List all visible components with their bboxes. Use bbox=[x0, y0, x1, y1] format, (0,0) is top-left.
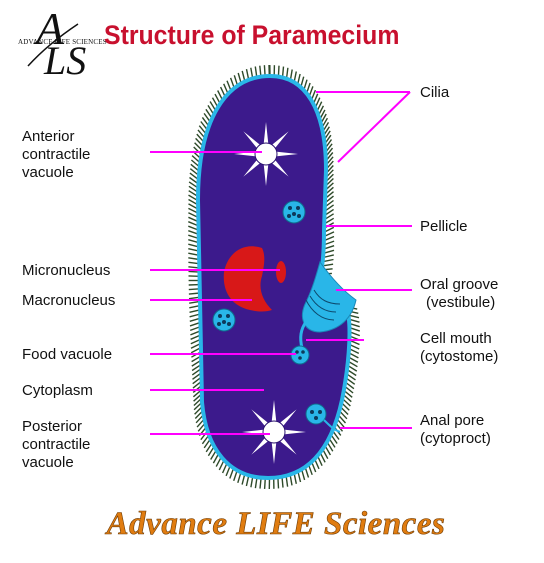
macronucleus bbox=[223, 246, 272, 312]
posterior-contractile-vacuole bbox=[242, 400, 306, 464]
label-oral-groove: Oral groove (vestibule) bbox=[420, 276, 499, 311]
vacuole-body bbox=[254, 142, 278, 166]
logo-caption: ADVANCE LIFE SCIENCES bbox=[18, 38, 107, 46]
label-cytoplasm: Cytoplasm bbox=[22, 382, 93, 399]
food-vacuole-top bbox=[282, 200, 306, 224]
label-anal-pore: Anal pore (cytoproct) bbox=[420, 412, 491, 447]
label-posterior-contractile-vacuole: Posterior contractile vacuole bbox=[22, 418, 91, 471]
logo: A LS ADVANCE LIFE SCIENCES bbox=[18, 4, 107, 78]
anterior-contractile-vacuole bbox=[234, 122, 298, 186]
vacuole-body bbox=[262, 420, 286, 444]
micronucleus bbox=[276, 261, 286, 283]
label-pellicle: Pellicle bbox=[420, 218, 468, 235]
logo-mark: A LS bbox=[27, 4, 86, 78]
pellicle-outline bbox=[195, 73, 352, 481]
anal-pore-vacuole bbox=[305, 403, 341, 433]
label-macronucleus: Macronucleus bbox=[22, 292, 116, 309]
label-anterior-contractile-vacuole: Anterior contractile vacuole bbox=[22, 128, 91, 181]
pointer-cilia-b bbox=[337, 91, 411, 163]
label-micronucleus: Micronucleus bbox=[22, 262, 111, 279]
brand-footer: Advance LIFE Sciences bbox=[106, 506, 446, 543]
label-food-vacuole: Food vacuole bbox=[22, 346, 113, 363]
label-cell-mouth: Cell mouth (cytostome) bbox=[420, 330, 499, 365]
food-vacuole-forming bbox=[290, 345, 310, 365]
food-vacuole-left bbox=[212, 308, 236, 332]
page-title: Structure of Paramecium bbox=[104, 20, 400, 50]
label-cilia: Cilia bbox=[420, 84, 450, 101]
